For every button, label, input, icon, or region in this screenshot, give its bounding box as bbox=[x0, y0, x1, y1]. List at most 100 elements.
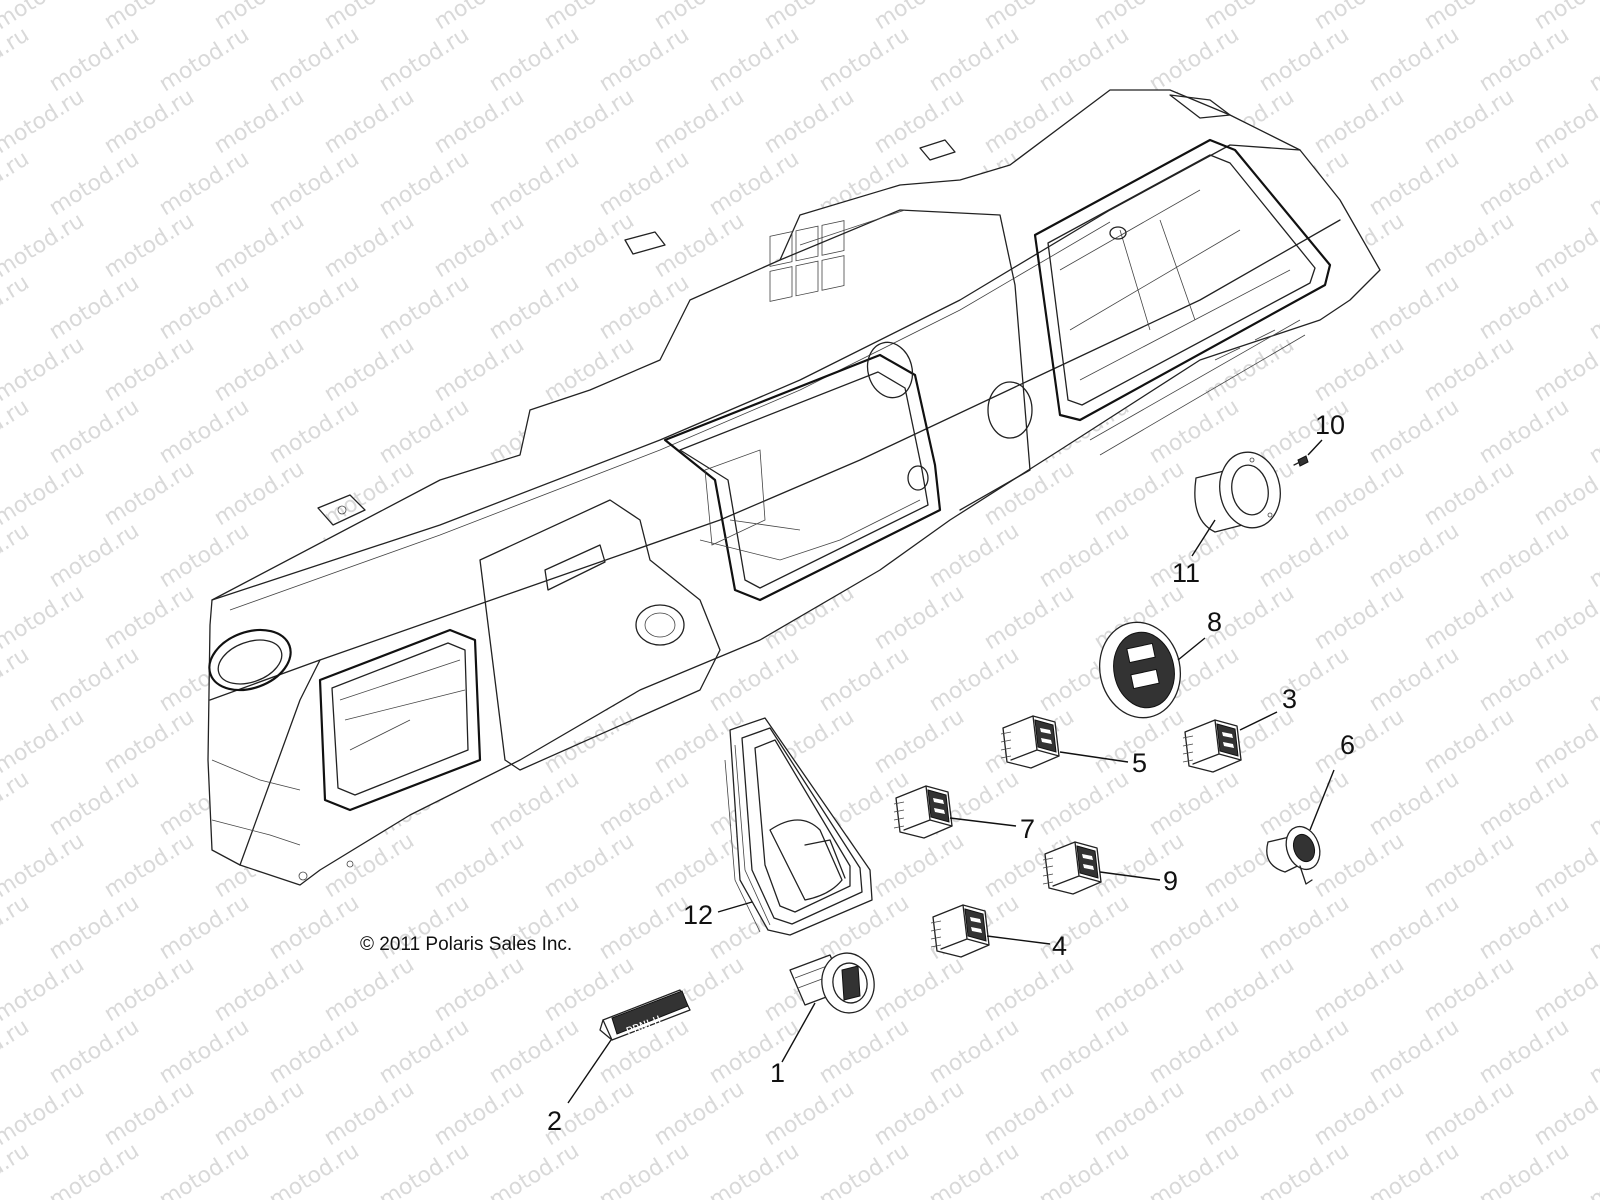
watermark-text: motod.ru bbox=[0, 84, 89, 159]
watermark-text: motod.ru bbox=[210, 1076, 309, 1151]
watermark-text: motod.ru bbox=[1420, 828, 1519, 903]
watermark-text: motod.ru bbox=[0, 22, 34, 97]
watermark-text: motod.ru bbox=[540, 208, 639, 283]
watermark-text: motod.ru bbox=[595, 890, 694, 965]
watermark-text: motod.ru bbox=[1145, 766, 1244, 841]
watermark-text: motod.ru bbox=[1585, 518, 1600, 593]
watermark-text: motod.ru bbox=[430, 952, 529, 1027]
watermark-text: motod.ru bbox=[1585, 146, 1600, 221]
watermark-text: motod.ru bbox=[485, 22, 584, 97]
watermark-text: motod.ru bbox=[155, 22, 254, 97]
watermark-text: motod.ru bbox=[0, 890, 34, 965]
watermark-text: motod.ru bbox=[1145, 890, 1244, 965]
watermark-text: motod.ru bbox=[485, 146, 584, 221]
watermark-text: motod.ru bbox=[1365, 1138, 1464, 1200]
watermark-text: motod.ru bbox=[705, 1014, 804, 1089]
watermark-text: motod.ru bbox=[0, 208, 89, 283]
watermark-text: motod.ru bbox=[1200, 1076, 1299, 1151]
watermark-text: motod.ru bbox=[1365, 394, 1464, 469]
watermark-text: motod.ru bbox=[100, 580, 199, 655]
part-label-8: 8 bbox=[1207, 607, 1222, 637]
watermark-text: motod.ru bbox=[100, 84, 199, 159]
watermark-text: motod.ru bbox=[100, 952, 199, 1027]
watermark-text: motod.ru bbox=[925, 642, 1024, 717]
watermark-text: motod.ru bbox=[0, 828, 89, 903]
watermark-text: motod.ru bbox=[155, 518, 254, 593]
watermark-text: motod.ru bbox=[0, 1076, 89, 1151]
watermark-text: motod.ru bbox=[925, 1014, 1024, 1089]
watermark-text: motod.ru bbox=[650, 208, 749, 283]
watermark-text: motod.ru bbox=[430, 332, 529, 407]
watermark-text: motod.ru bbox=[760, 84, 859, 159]
watermark-text: motod.ru bbox=[1475, 22, 1574, 97]
watermark-text: motod.ru bbox=[925, 22, 1024, 97]
key-switch-part-1 bbox=[781, 952, 875, 1063]
watermark-text: motod.ru bbox=[1365, 270, 1464, 345]
watermark-text: motod.ru bbox=[45, 1014, 144, 1089]
watermark-text: motod.ru bbox=[320, 0, 419, 35]
watermark-text: motod.ru bbox=[1475, 394, 1574, 469]
watermark-text: motod.ru bbox=[1255, 518, 1354, 593]
watermark-text: motod.ru bbox=[705, 1138, 804, 1200]
watermark-text: motod.ru bbox=[815, 1138, 914, 1200]
watermark-text: motod.ru bbox=[1475, 146, 1574, 221]
watermark-text: motod.ru bbox=[155, 1138, 254, 1200]
watermark-text: motod.ru bbox=[265, 394, 364, 469]
screw-part-10 bbox=[1293, 439, 1323, 467]
cup-holder-part-11 bbox=[1191, 451, 1281, 557]
watermark-text: motod.ru bbox=[980, 952, 1079, 1027]
watermark-text: motod.ru bbox=[760, 0, 859, 35]
watermark-text: motod.ru bbox=[595, 1138, 694, 1200]
watermark-text: motod.ru bbox=[0, 642, 34, 717]
watermark-text: motod.ru bbox=[925, 518, 1024, 593]
watermark-text: motod.ru bbox=[1530, 704, 1600, 779]
shifter-boot-part-12 bbox=[717, 717, 873, 936]
watermark-text: motod.ru bbox=[925, 1138, 1024, 1200]
watermark-text: motod.ru bbox=[1530, 1076, 1600, 1151]
part-label-6: 6 bbox=[1340, 730, 1355, 760]
watermark-text: motod.ru bbox=[430, 1076, 529, 1151]
watermark-text: motod.ru bbox=[1090, 952, 1189, 1027]
part-label-4: 4 bbox=[1052, 931, 1067, 961]
watermark-text: motod.ru bbox=[375, 1014, 474, 1089]
watermark-text: motod.ru bbox=[870, 84, 969, 159]
watermark-text: motod.ru bbox=[1365, 890, 1464, 965]
watermark-text: motod.ru bbox=[265, 1138, 364, 1200]
rocker-switch-part-3 bbox=[1182, 711, 1278, 773]
watermark-text: motod.ru bbox=[100, 456, 199, 531]
watermark-text: motod.ru bbox=[1420, 704, 1519, 779]
watermark-text: motod.ru bbox=[1145, 22, 1244, 97]
watermark-text: motod.ru bbox=[1420, 208, 1519, 283]
watermark-text: motod.ru bbox=[45, 146, 144, 221]
part-label-5: 5 bbox=[1132, 748, 1147, 778]
watermark-text: motod.ru bbox=[100, 704, 199, 779]
watermark-text: motod.ru bbox=[1475, 1014, 1574, 1089]
watermark-text: motod.ru bbox=[1530, 84, 1600, 159]
watermark-text: motod.ru bbox=[1145, 1014, 1244, 1089]
watermark-text: motod.ru bbox=[430, 828, 529, 903]
watermark-text: motod.ru bbox=[815, 22, 914, 97]
watermark-text: motod.ru bbox=[485, 270, 584, 345]
watermark-text: motod.ru bbox=[1475, 766, 1574, 841]
watermark-text: motod.ru bbox=[1530, 828, 1600, 903]
watermark-text: motod.ru bbox=[100, 828, 199, 903]
watermark-text: motod.ru bbox=[155, 270, 254, 345]
watermark-text: motod.ru bbox=[1310, 0, 1409, 35]
watermark-text: motod.ru bbox=[155, 890, 254, 965]
watermark-text: motod.ru bbox=[1365, 146, 1464, 221]
watermark-text: motod.ru bbox=[265, 270, 364, 345]
rocker-switch-part-9 bbox=[1042, 841, 1161, 895]
watermark-text: motod.ru bbox=[870, 828, 969, 903]
watermark-text: motod.ru bbox=[1035, 766, 1134, 841]
watermark-text: motod.ru bbox=[1585, 1138, 1600, 1200]
watermark-text: motod.ru bbox=[155, 1014, 254, 1089]
watermark-text: motod.ru bbox=[1035, 890, 1134, 965]
watermark-text: motod.ru bbox=[1585, 270, 1600, 345]
watermark-text: motod.ru bbox=[815, 642, 914, 717]
watermark-text: motod.ru bbox=[100, 332, 199, 407]
watermark-text: motod.ru bbox=[540, 0, 639, 35]
watermark-text: motod.ru bbox=[1145, 394, 1244, 469]
watermark-text: motod.ru bbox=[650, 84, 749, 159]
watermark-text: motod.ru bbox=[1255, 22, 1354, 97]
watermark-text: motod.ru bbox=[1365, 766, 1464, 841]
